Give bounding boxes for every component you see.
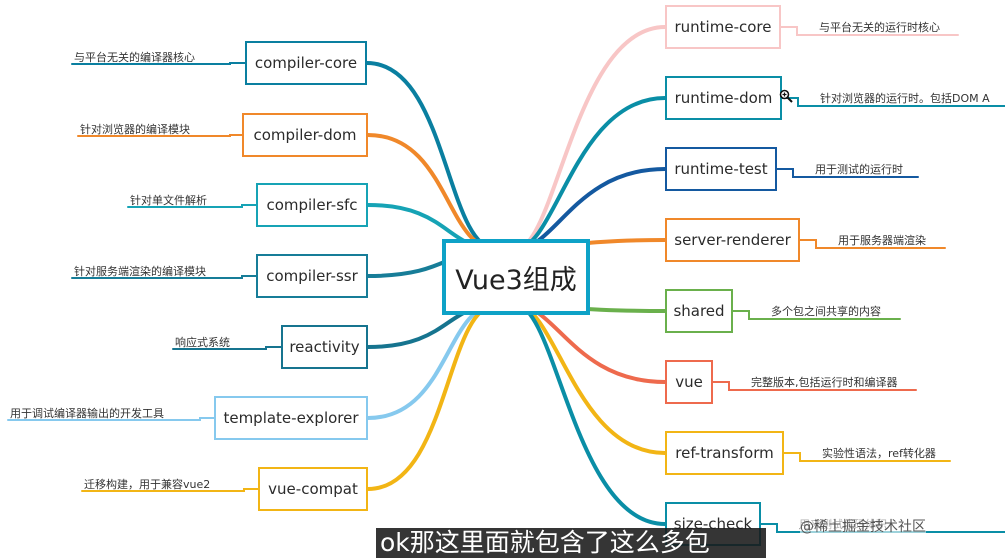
desc-line-left-5	[172, 346, 282, 350]
node-label: server-renderer	[674, 231, 791, 249]
desc-line-right-3	[776, 168, 919, 178]
node-description: 用于服务器端渲染	[838, 234, 926, 247]
left-node-4[interactable]: compiler-ssr	[256, 254, 368, 298]
node-label: vue-compat	[268, 480, 358, 498]
watermark: @稀土掘金技术社区	[800, 516, 926, 536]
zoom-in-icon	[779, 89, 793, 103]
node-description: 针对浏览器的运行时。包括DOM A	[820, 92, 990, 105]
right-node-6[interactable]: vue	[665, 360, 713, 404]
desc-line-right-7	[783, 452, 951, 462]
left-node-2[interactable]: compiler-dom	[242, 113, 368, 157]
node-label: runtime-dom	[674, 89, 773, 107]
central-topic[interactable]: Vue3组成	[442, 239, 590, 315]
node-description: 迁移构建，用于兼容vue2	[84, 478, 211, 491]
node-label: runtime-core	[674, 18, 772, 36]
left-node-1[interactable]: compiler-core	[245, 41, 367, 85]
node-description: 针对单文件解析	[130, 194, 207, 207]
node-description: 响应式系统	[175, 336, 230, 349]
left-node-3[interactable]: compiler-sfc	[256, 183, 368, 227]
node-label: compiler-ssr	[266, 267, 358, 285]
branch-left-2	[366, 133, 498, 251]
node-description: 用于测试的运行时	[815, 163, 903, 176]
central-topic-label: Vue3组成	[455, 264, 577, 296]
branch-right-8	[514, 303, 667, 526]
branch-right-1	[514, 25, 667, 251]
desc-line-left-1	[71, 62, 246, 65]
node-description: 多个包之间共享的内容	[771, 305, 881, 318]
node-label: compiler-dom	[253, 126, 357, 144]
node-label: vue	[675, 373, 703, 391]
node-description: 与平台无关的运行时核心	[819, 21, 940, 34]
desc-line-left-3	[127, 204, 257, 208]
branch-left-6	[366, 303, 498, 420]
branch-right-3	[514, 167, 667, 251]
right-node-3[interactable]: runtime-test	[665, 147, 777, 191]
desc-line-right-4	[799, 239, 946, 249]
node-label: runtime-test	[674, 160, 768, 178]
right-node-5[interactable]: shared	[665, 289, 733, 333]
node-label: shared	[673, 302, 725, 320]
desc-line-left-4	[71, 275, 257, 279]
right-node-7[interactable]: ref-transform	[665, 431, 784, 475]
node-label: ref-transform	[675, 444, 774, 462]
node-description: 实验性语法，ref转化器	[822, 447, 936, 460]
node-label: compiler-sfc	[266, 196, 358, 214]
desc-line-right-6	[712, 381, 917, 391]
desc-line-right-1	[780, 26, 959, 36]
desc-line-right-2	[781, 97, 1005, 107]
left-node-7[interactable]: vue-compat	[258, 467, 368, 511]
node-label: reactivity	[289, 338, 360, 356]
desc-line-left-7	[81, 488, 259, 492]
node-description: 完整版本,包括运行时和编译器	[751, 376, 898, 389]
node-label: compiler-core	[254, 54, 358, 72]
right-node-1[interactable]: runtime-core	[665, 5, 781, 49]
desc-line-left-6	[7, 417, 215, 421]
right-node-2[interactable]: runtime-dom	[665, 76, 782, 120]
right-node-4[interactable]: server-renderer	[665, 218, 800, 262]
desc-line-left-2	[77, 134, 243, 137]
left-node-6[interactable]: template-explorer	[214, 396, 368, 440]
node-description: 用于调试编译器输出的开发工具	[10, 407, 164, 420]
node-description: 与平台无关的编译器核心	[74, 51, 195, 64]
node-description: 针对浏览器的编译模块	[80, 123, 190, 136]
desc-line-right-5	[732, 310, 901, 320]
left-node-5[interactable]: reactivity	[281, 325, 368, 369]
video-subtitle: ok那这里面就包含了这么多包	[376, 528, 766, 558]
branch-right-6	[514, 303, 667, 384]
node-label: template-explorer	[223, 409, 359, 427]
node-description: 针对服务端渲染的编译模块	[74, 265, 206, 278]
